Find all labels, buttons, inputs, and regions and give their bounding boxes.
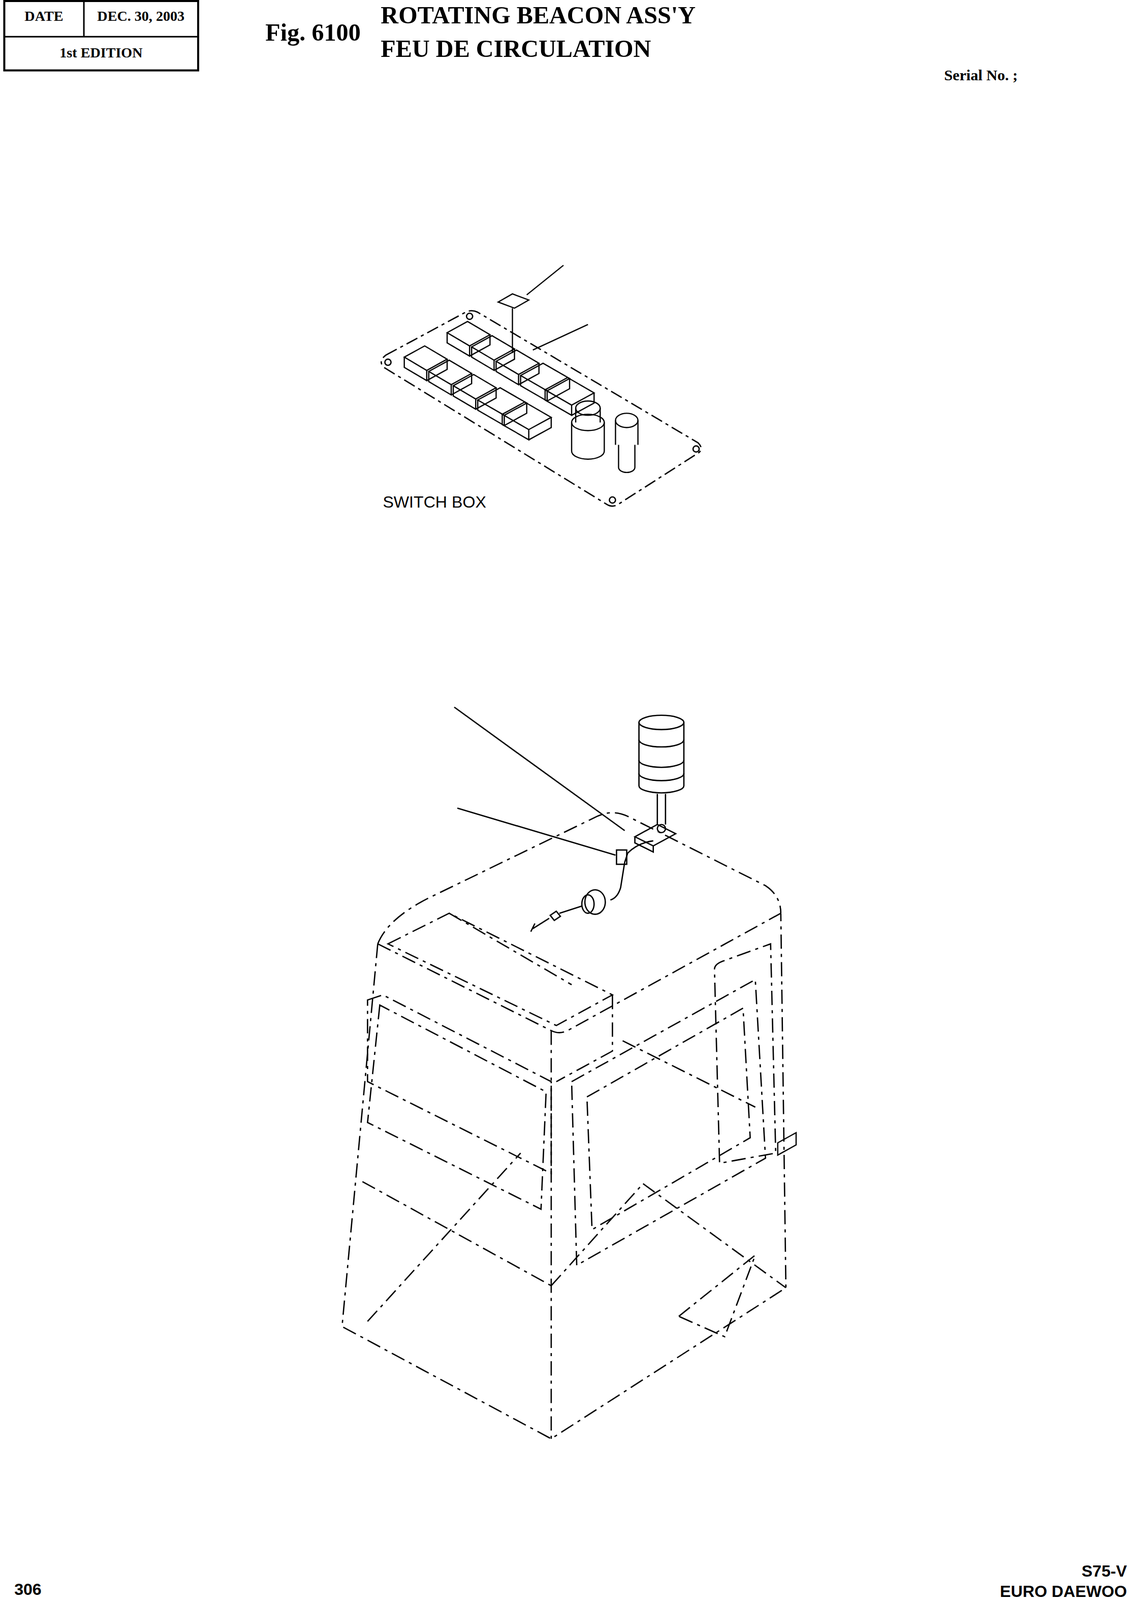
table-cell: DATE [24,9,64,24]
brand-name: EURO DAEWOO [999,1583,1127,1600]
serial-label: Serial No. ; [944,67,1018,83]
part-name: SWITCH BOX [382,493,486,511]
table-cell: 1st EDITION [59,45,143,60]
page-number: 306 [14,1581,42,1598]
figure-number: Fig. 6100 [265,20,361,45]
subtitle-text: FEU DE CIRCULATION [380,36,651,61]
model-name: S75-V [1081,1562,1127,1580]
title-text: ROTATING BEACON ASS'Y [380,3,696,28]
table-cell: DEC. 30, 2003 [97,9,185,24]
